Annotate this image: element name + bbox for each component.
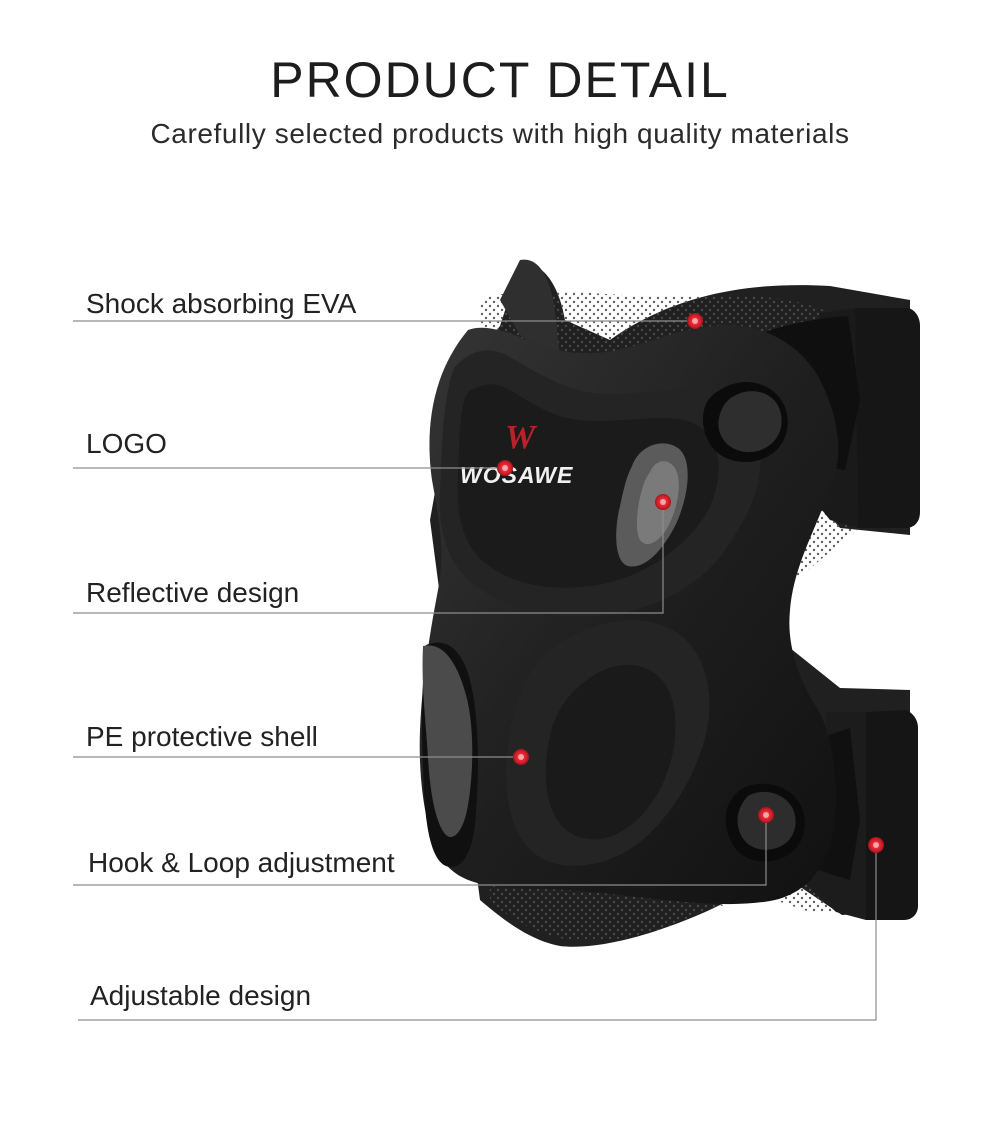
callout-lines <box>73 320 877 1021</box>
page-title: PRODUCT DETAIL <box>270 52 730 108</box>
callout-line-adjustable-design <box>78 845 877 1021</box>
brand-wordmark: WOSAWE <box>460 462 573 488</box>
callout-label-logo: LOGO <box>86 428 167 459</box>
callout-label-reflective-design: Reflective design <box>86 577 300 608</box>
callout-label-hook-loop-adjustment: Hook & Loop adjustment <box>88 847 395 878</box>
callout-line-reflective-design <box>73 502 664 614</box>
callout-label-shock-absorbing-eva: Shock absorbing EVA <box>86 288 357 319</box>
callout-label-adjustable-design: Adjustable design <box>90 980 312 1011</box>
callout-markers <box>497 313 884 853</box>
callout-label-pe-protective-shell: PE protective shell <box>86 721 318 752</box>
brand-mark: W <box>505 419 538 456</box>
knee-pad-body <box>419 259 920 947</box>
page-subtitle: Carefully selected products with high qu… <box>150 118 850 149</box>
callout-line-hook-loop-adjustment <box>73 815 767 886</box>
brand-logo: W WOSAWE <box>460 419 573 488</box>
